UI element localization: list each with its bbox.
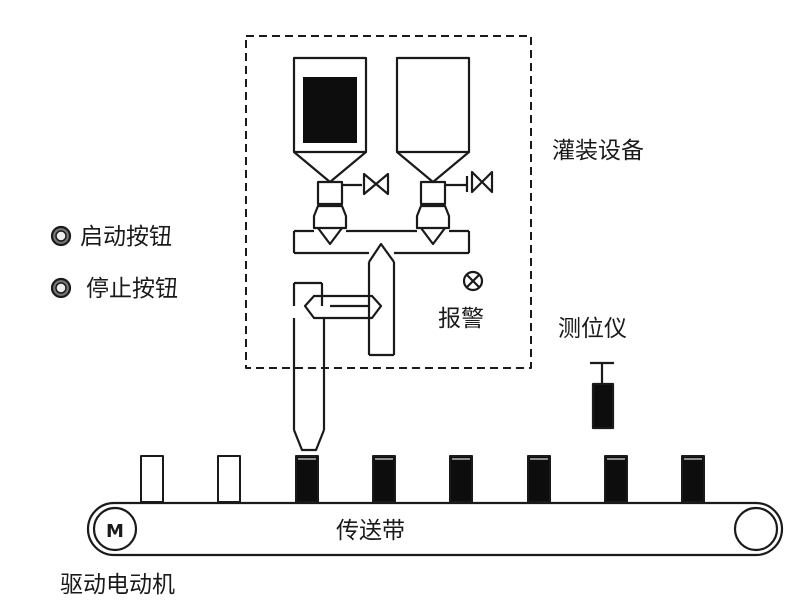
bottles-group: [140, 455, 705, 503]
bottle-filled: [604, 455, 628, 503]
right-hopper: [395, 56, 471, 206]
left-hopper-liquid: [303, 77, 357, 143]
left-nozzle: [312, 204, 348, 246]
manifold-pipe: [292, 229, 471, 255]
stop-button-icon: [50, 277, 72, 299]
alarm-icon: [462, 270, 484, 292]
filling-equipment-label: 灌装设备: [552, 138, 644, 164]
left-valve-icon: [362, 172, 390, 196]
bottle-filled: [372, 455, 396, 503]
vertical-feed-pipe: [367, 242, 396, 357]
level-meter-icon: [590, 361, 615, 430]
conveyor-belt: [86, 501, 784, 557]
bottle-empty: [140, 455, 164, 503]
bottle-filled: [295, 455, 319, 503]
drive-motor-label: 驱动电动机: [60, 572, 175, 598]
left-hopper: [292, 56, 368, 206]
conveyor-roller-icon: [733, 506, 779, 552]
right-nozzle: [415, 204, 451, 246]
conveyor-belt-label: 传送带: [336, 518, 405, 544]
start-button-label: 启动按钮: [80, 224, 172, 250]
filling-nozzle: [292, 318, 326, 452]
bottle-empty: [217, 455, 241, 503]
start-button-icon: [50, 225, 72, 247]
motor-symbol-label: M: [106, 521, 124, 542]
stop-button-label: 停止按钮: [86, 276, 178, 302]
branch-pipe: [292, 281, 383, 320]
level-meter-label: 测位仪: [558, 316, 627, 342]
bottle-filled: [449, 455, 473, 503]
filling-equipment-enclosure: [245, 35, 532, 369]
bottle-filled: [681, 455, 705, 503]
alarm-label: 报警: [438, 306, 484, 332]
bottle-filled: [527, 455, 551, 503]
right-valve-icon: [470, 170, 494, 194]
drive-motor-icon: [92, 506, 138, 552]
